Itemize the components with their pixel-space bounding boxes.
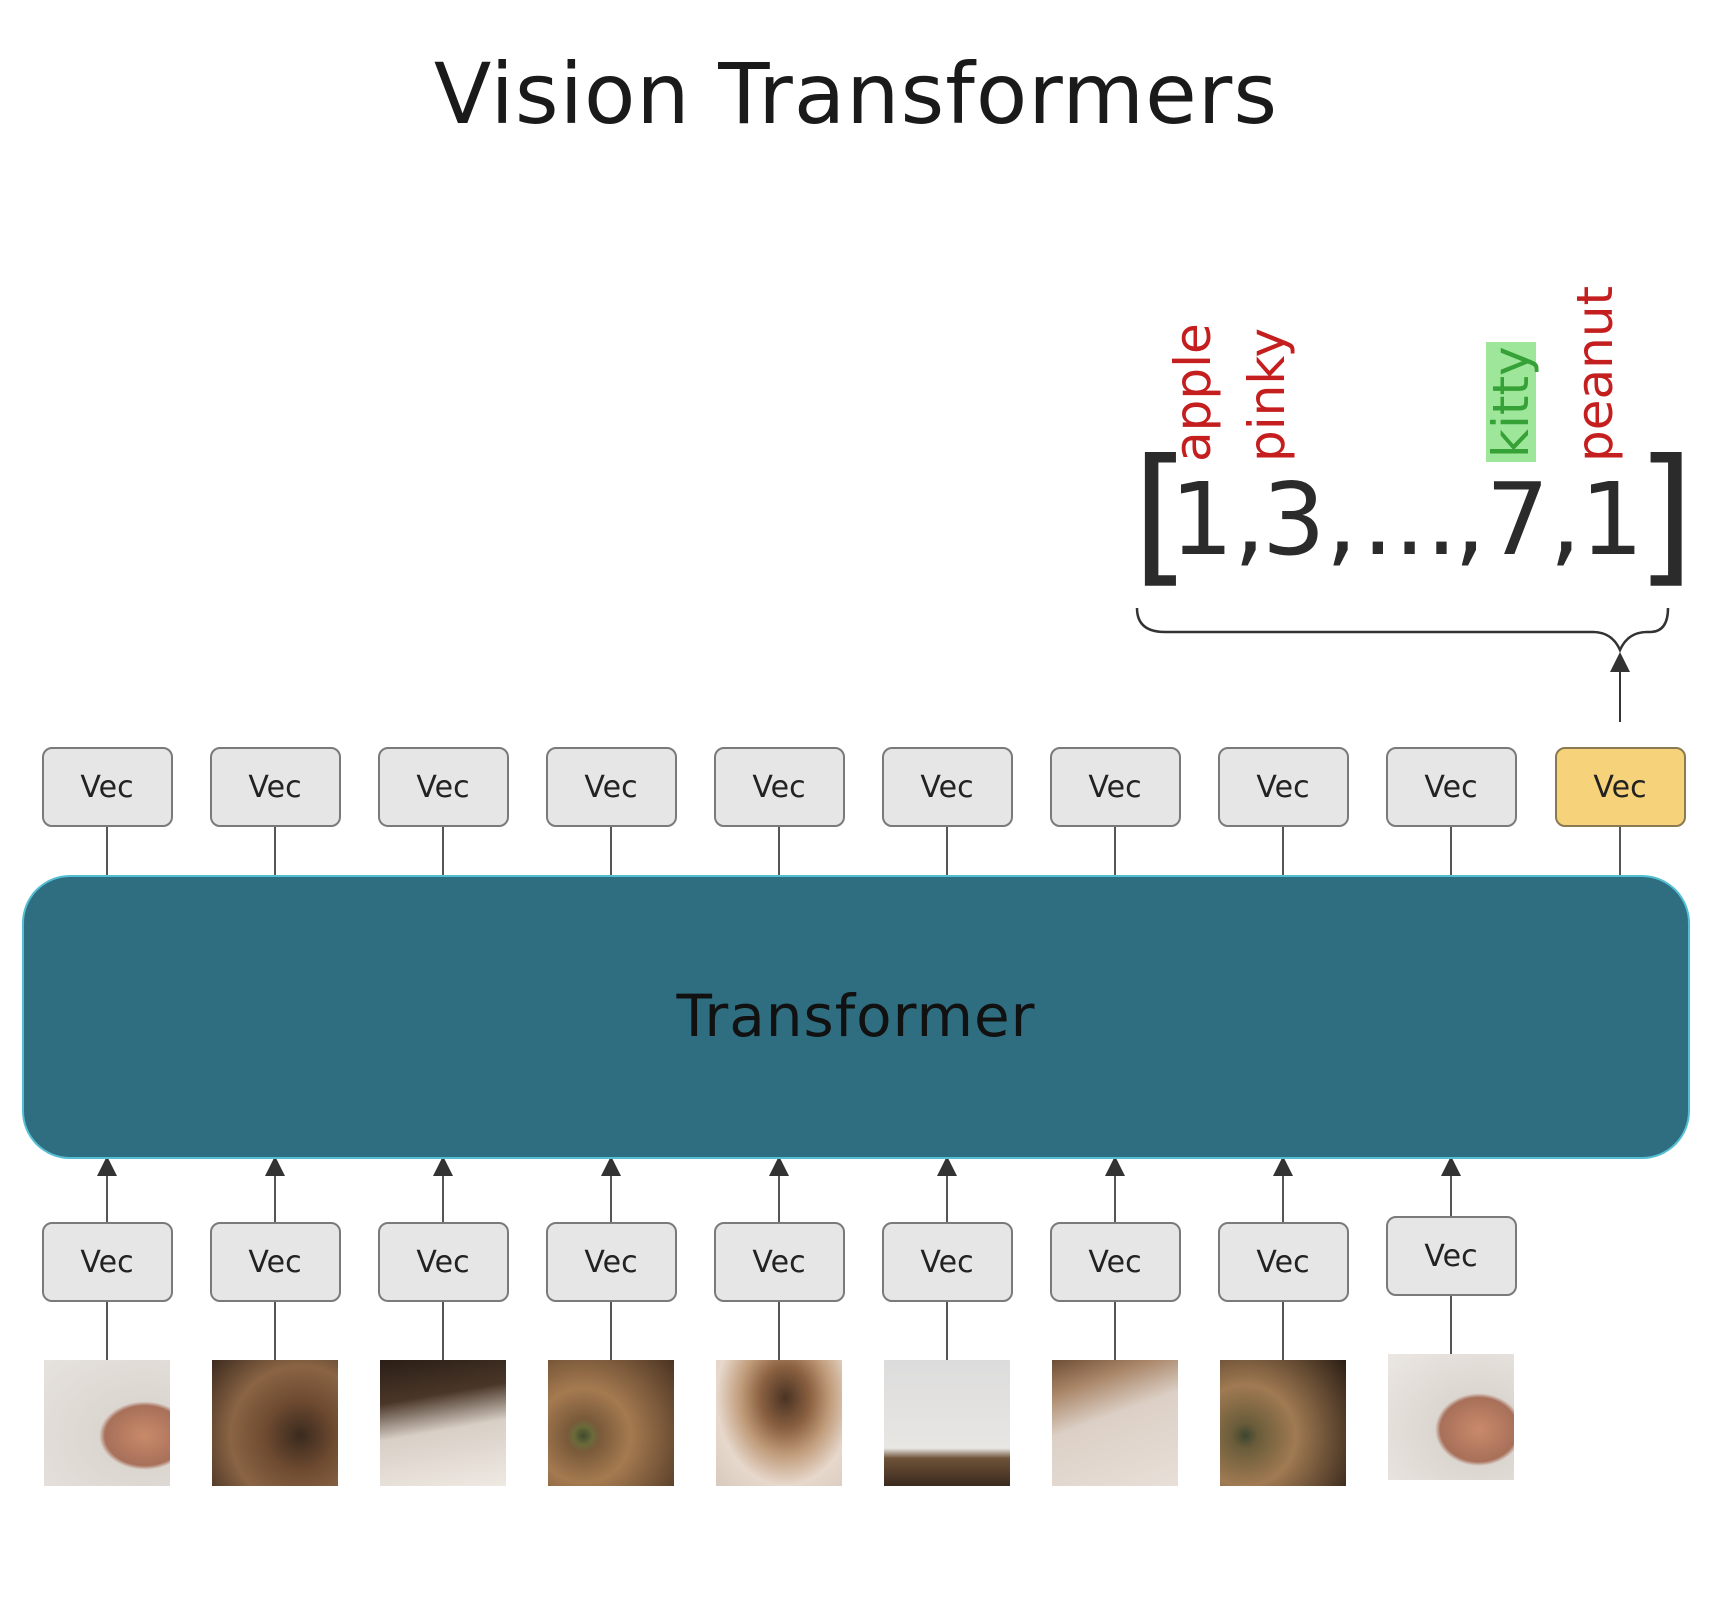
cat-image-patch — [212, 1360, 338, 1486]
output-vec: Vec — [377, 747, 509, 827]
cat-image-patch — [1052, 1360, 1178, 1486]
input-vec: Vec — [209, 1222, 341, 1302]
input-vec: Vec — [881, 1222, 1013, 1302]
output-vec: Vec — [41, 747, 173, 827]
token-ellipsis: ... — [1362, 461, 1458, 578]
token-1-last: 1 — [1580, 461, 1644, 578]
output-vec: Vec — [545, 747, 677, 827]
cat-image-patch — [380, 1360, 506, 1486]
input-vec: Vec — [545, 1222, 677, 1302]
output-vec: Vec — [209, 747, 341, 827]
output-vec: Vec — [1217, 747, 1349, 827]
input-vec: Vec — [1217, 1222, 1349, 1302]
label-kitty: kitty — [1482, 342, 1540, 462]
input-vec: Vec — [1049, 1222, 1181, 1302]
cat-image-patch — [884, 1360, 1010, 1486]
output-vec: Vec — [881, 747, 1013, 827]
cat-image-patch — [44, 1360, 170, 1486]
output-vec: Vec — [1049, 747, 1181, 827]
input-vec: Vec — [41, 1222, 173, 1302]
page-title: Vision Transformers — [433, 45, 1279, 143]
transformer-block: Transformer — [24, 877, 1688, 1157]
close-bracket: ] — [1636, 428, 1695, 602]
input-vec: Vec — [1385, 1216, 1517, 1296]
input-vec: Vec — [713, 1222, 845, 1302]
token-3: 3, — [1262, 461, 1358, 578]
cat-image-patch — [716, 1360, 842, 1486]
transformer-label: Transformer — [676, 982, 1036, 1050]
label-peanut: peanut — [1566, 285, 1624, 462]
label-apple: apple — [1164, 323, 1222, 462]
output-brace — [1135, 607, 1670, 654]
cat-image-patch — [1220, 1360, 1346, 1486]
token-1: 1, — [1170, 461, 1266, 578]
token-7: ,7, — [1454, 461, 1582, 578]
output-vec: Vec — [713, 747, 845, 827]
output-vec: Vec — [1385, 747, 1517, 827]
label-pinky: pinky — [1238, 327, 1296, 462]
open-bracket: [ — [1132, 428, 1191, 602]
cat-image-patch — [548, 1360, 674, 1486]
cat-image-patch — [1388, 1354, 1514, 1480]
input-vec: Vec — [377, 1222, 509, 1302]
output-vec-cls: Vec — [1554, 747, 1686, 827]
